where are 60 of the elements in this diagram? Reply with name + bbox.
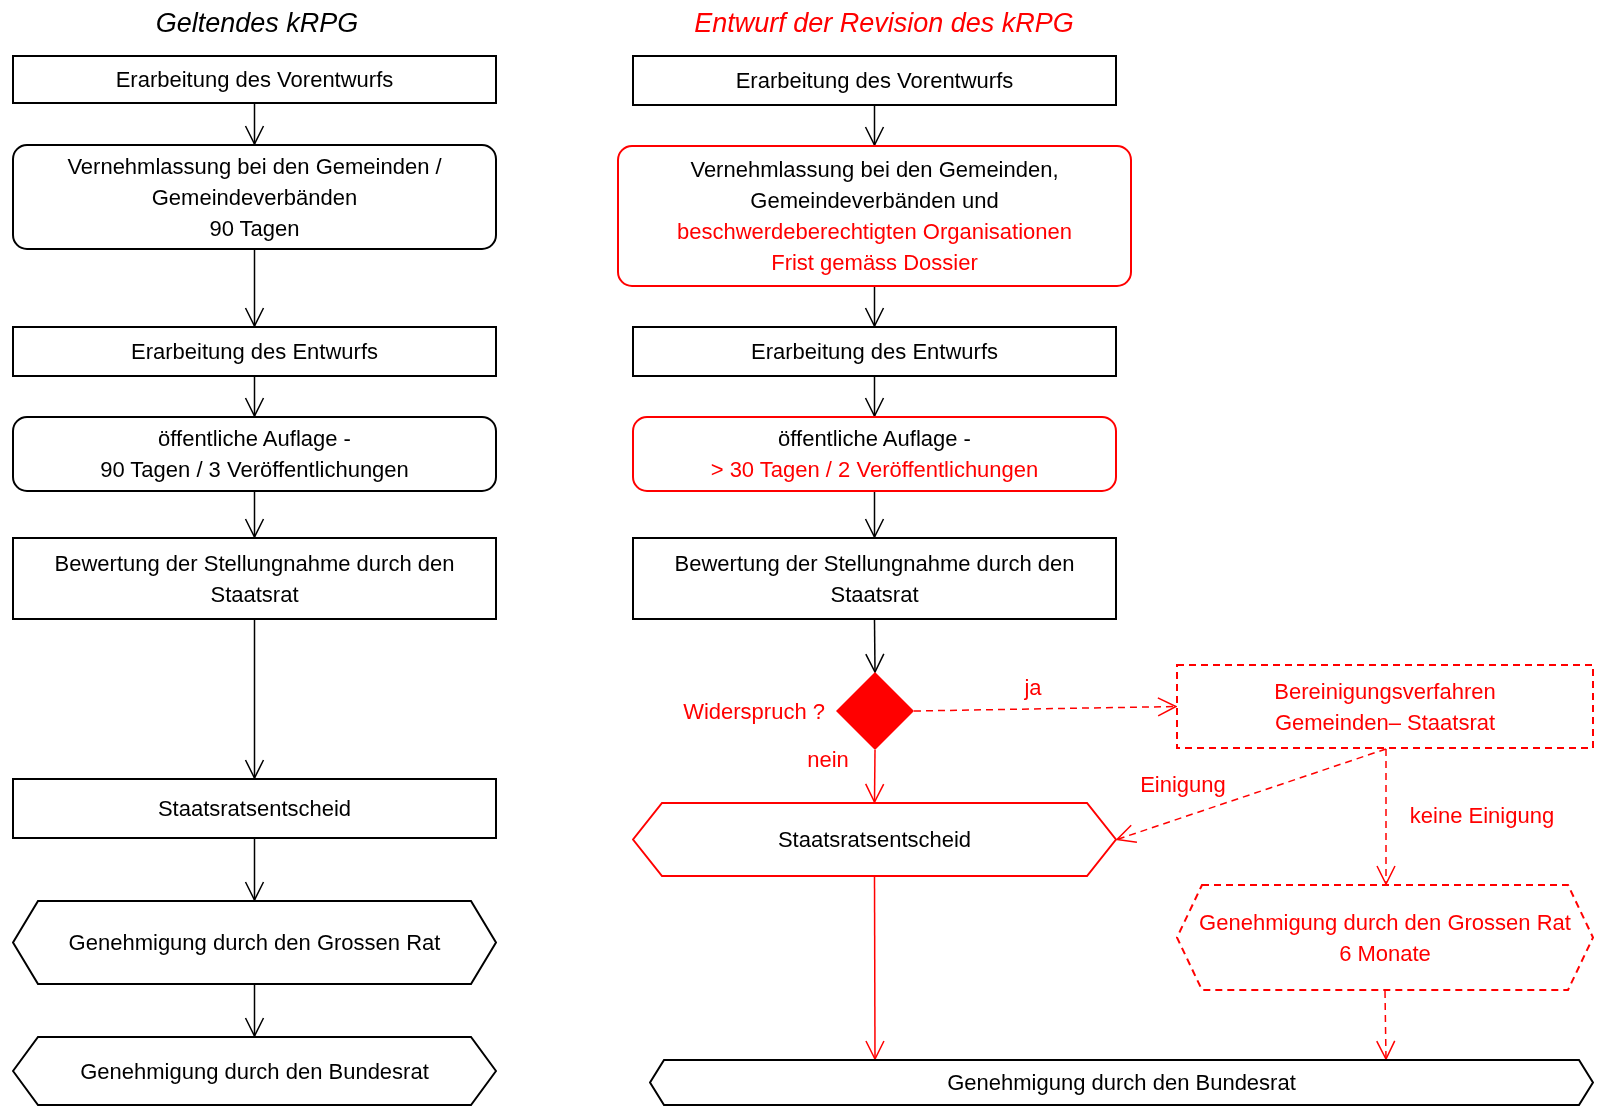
node-text: Genehmigung durch den Grossen Rat	[68, 929, 441, 957]
node-text: > 30 Tagen / 2 Veröffentlichungen	[710, 456, 1039, 484]
column-title: Entwurf der Revision des kRPG	[694, 6, 1074, 40]
node-text: Erarbeitung des Entwurfs	[751, 338, 998, 366]
rounded-process-box	[617, 145, 1132, 287]
arrow	[244, 491, 265, 538]
process-box	[12, 537, 497, 620]
node-text: öffentliche Auflage -	[778, 425, 971, 453]
arrow	[865, 619, 885, 673]
hexagon-box	[12, 900, 497, 985]
arrow	[864, 286, 885, 327]
arrow	[864, 749, 885, 803]
process-box	[1176, 664, 1594, 749]
process-box	[632, 326, 1117, 377]
arrow	[244, 619, 265, 779]
process-box	[632, 55, 1117, 106]
node-text: Vernehmlassung bei den Gemeinden / Gemeindeverbänden	[66, 152, 443, 212]
node-text: 6 Monate	[1339, 939, 1431, 968]
decision-label: Widerspruch ?	[683, 697, 825, 726]
node-text: Staatsratsentscheid	[777, 826, 972, 854]
arrow	[1116, 748, 1387, 844]
hexagon-box	[632, 802, 1117, 877]
hexagon-box	[1176, 884, 1594, 991]
node-text: Genehmigung durch den Grossen Rat	[1199, 908, 1571, 937]
node-text: Bewertung der Stellungnahme durch den Staatsrat	[673, 549, 1076, 609]
node-text: öffentliche Auflage -	[158, 425, 351, 453]
rounded-process-box	[12, 416, 497, 492]
node-text: Erarbeitung des Entwurfs	[131, 338, 378, 366]
process-box	[12, 778, 497, 839]
arrow	[1376, 748, 1396, 885]
node-text: Bereinigungsverfahren Gemeinden– Staatsrat	[1273, 677, 1497, 737]
arrow	[244, 838, 265, 901]
process-box	[12, 326, 497, 377]
column-title: Geltendes kRPG	[155, 6, 359, 40]
node-text: Frist gemäss Dossier	[771, 249, 978, 277]
node-text: beschwerdeberechtigten Organisationen	[676, 218, 1072, 246]
arrow	[244, 249, 265, 327]
node-text: Erarbeitung des Vorentwurfs	[115, 66, 394, 94]
node-text: 90 Tagen	[209, 214, 300, 243]
node-text: Genehmigung durch den Bundesrat	[947, 1069, 1296, 1097]
process-box	[632, 537, 1117, 620]
process-box	[12, 55, 497, 104]
arrow	[864, 105, 885, 146]
node-text: Staatsratsentscheid	[157, 795, 352, 823]
node-text: Bewertung der Stellungnahme durch den Staatsrat	[53, 549, 456, 609]
arrow	[864, 491, 885, 538]
arrow	[244, 376, 265, 417]
node-text: 90 Tagen / 3 Veröffentlichungen	[100, 456, 409, 484]
arrow	[913, 697, 1177, 717]
hexagon-box	[12, 1036, 497, 1106]
arrow	[864, 376, 885, 417]
arrow	[1376, 990, 1396, 1060]
arrow	[865, 876, 885, 1060]
arrow	[244, 103, 265, 145]
rounded-process-box	[12, 144, 497, 250]
rounded-process-box	[632, 416, 1117, 492]
node-text: Vernehmlassung bei den Gemeinden, Gemeindeverbänden und	[689, 156, 1060, 215]
arrow	[244, 984, 265, 1037]
node-text: Genehmigung durch den Bundesrat	[80, 1057, 429, 1086]
node-text: Erarbeitung des Vorentwurfs	[735, 67, 1014, 95]
